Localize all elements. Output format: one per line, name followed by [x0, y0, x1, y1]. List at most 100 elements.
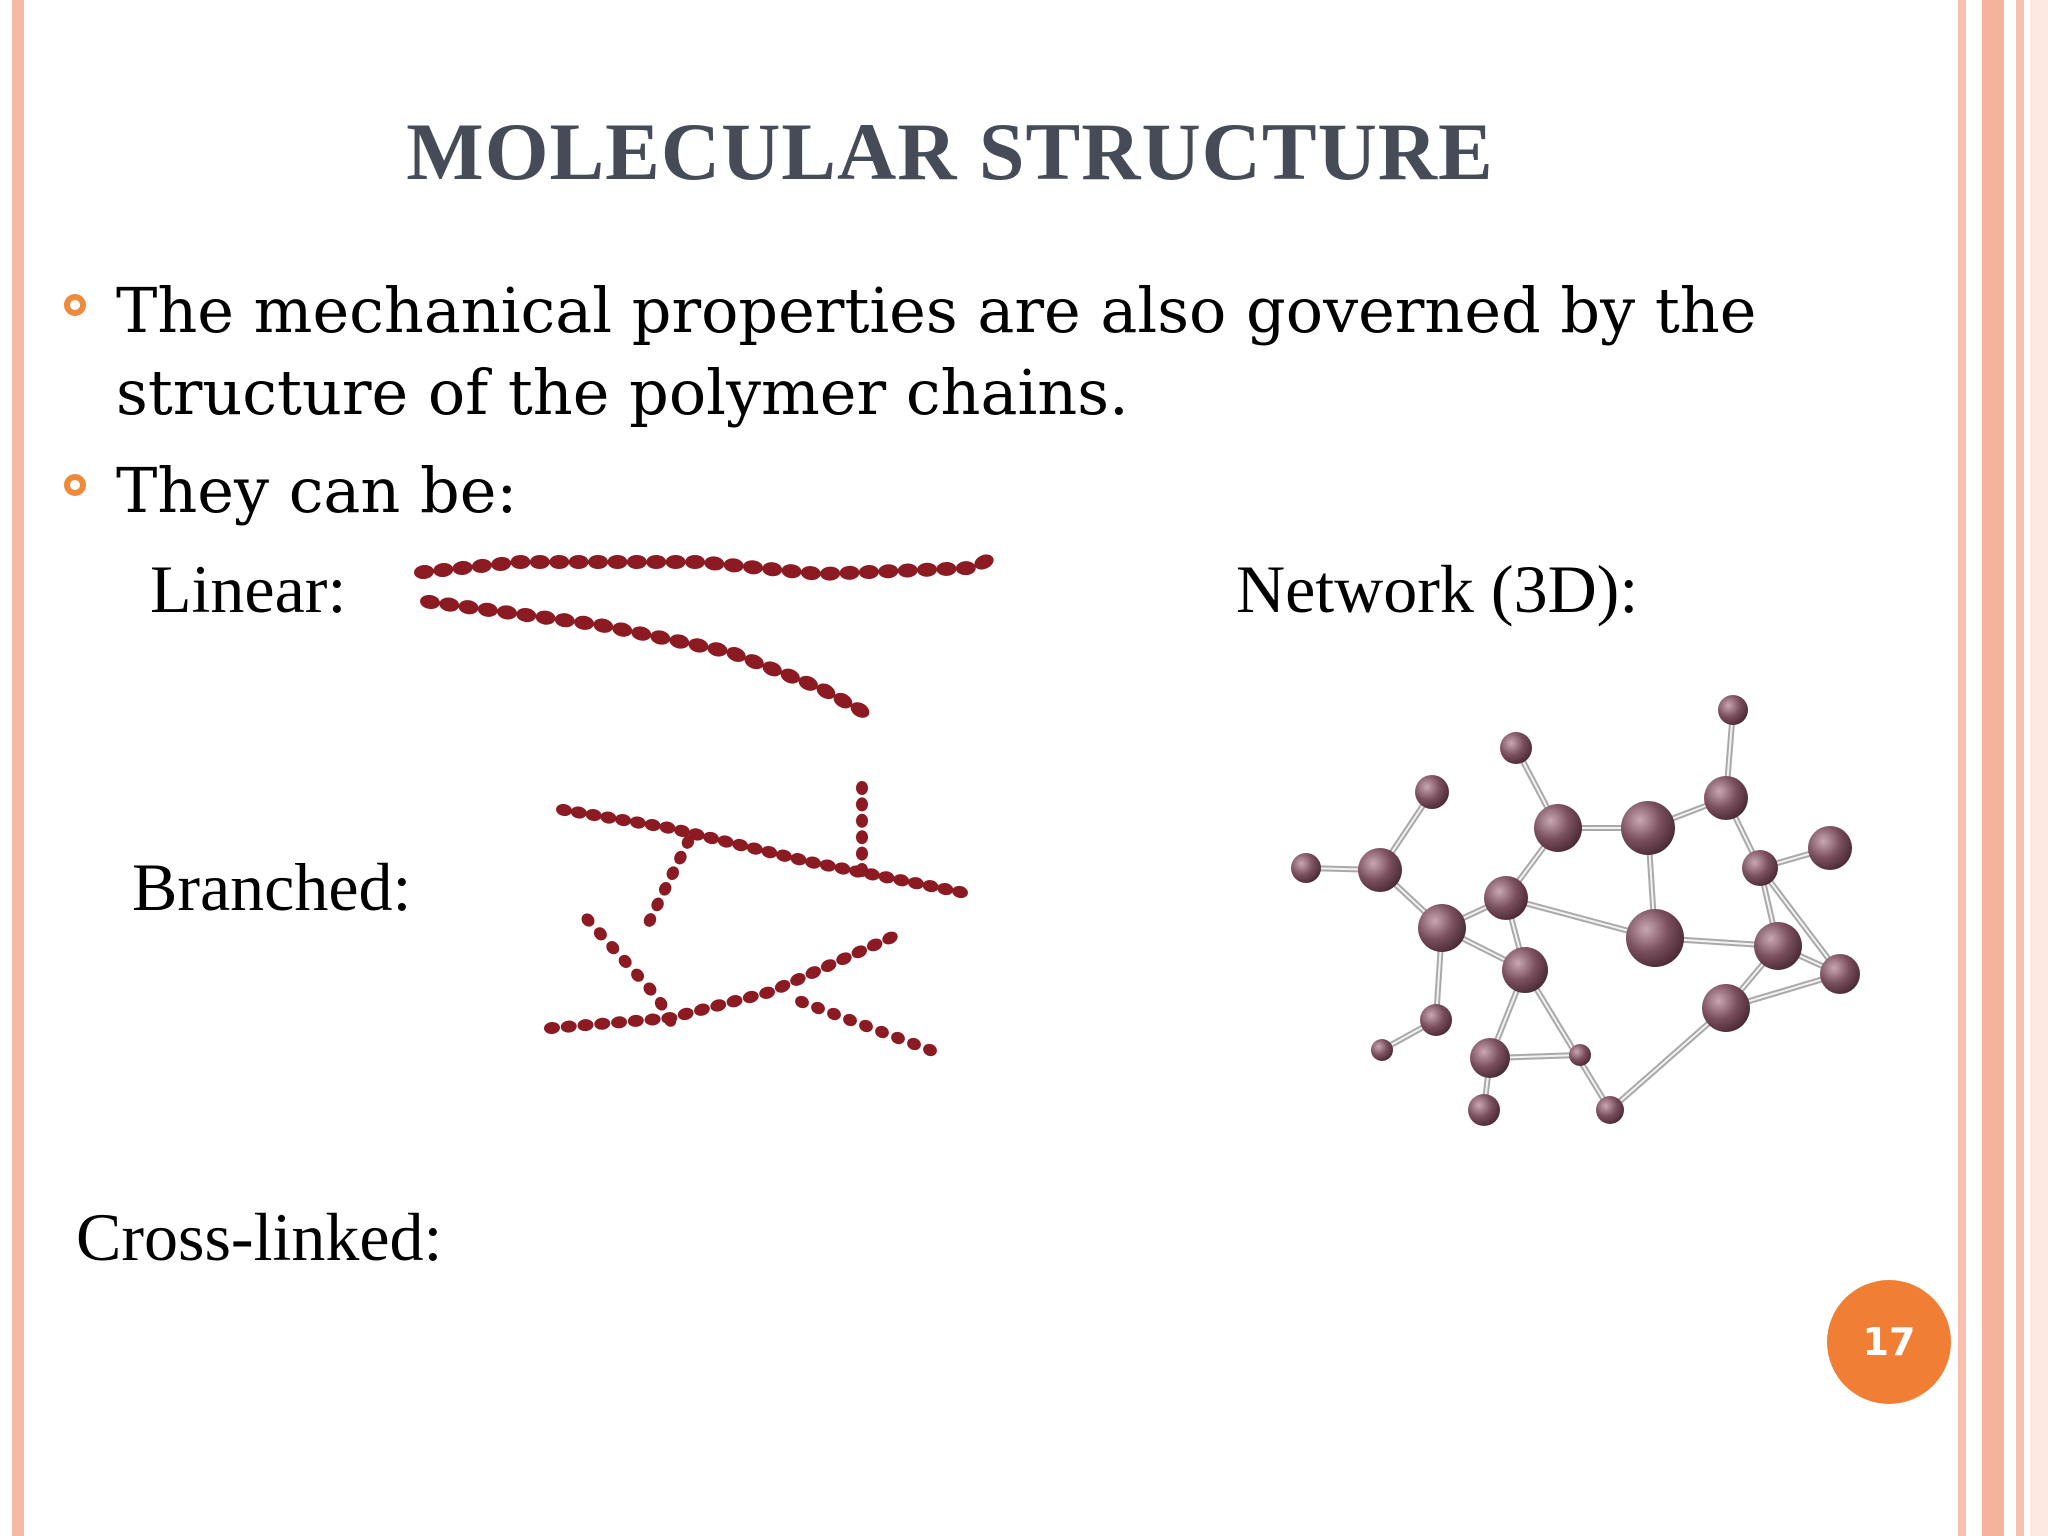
monomer-bead — [820, 566, 841, 581]
monomer-bead — [685, 555, 706, 569]
atom-sphere — [1702, 984, 1750, 1032]
monomer-bead — [856, 813, 868, 828]
label-network: Network (3D): — [1236, 551, 1639, 627]
monomer-bead — [593, 927, 607, 941]
atom-sphere — [1470, 1038, 1510, 1078]
network-molecule-illustration — [1291, 695, 1860, 1126]
bullet-line: The mechanical properties are also gover… — [116, 274, 1757, 347]
atom-sphere — [1415, 775, 1449, 809]
monomer-bead — [554, 613, 575, 628]
atom-sphere — [1420, 1004, 1452, 1036]
atom-sphere — [1820, 954, 1860, 994]
monomer-bead — [439, 597, 460, 612]
monomer-bead — [851, 945, 868, 959]
monomer-bead — [827, 1007, 841, 1021]
bullet-ring-icon — [64, 474, 86, 496]
atom-sphere — [1502, 947, 1548, 993]
monomer-bead — [556, 803, 572, 817]
right-border-stripe — [2016, 0, 2024, 1536]
monomer-bead — [776, 849, 792, 862]
monomer-bead — [856, 846, 868, 861]
monomer-bead — [893, 874, 910, 887]
monomer-bead — [974, 554, 994, 570]
monomer-bead — [549, 555, 570, 569]
monomer-bead — [781, 564, 802, 579]
monomer-bead — [658, 881, 672, 896]
monomer-bead — [535, 610, 556, 625]
monomer-bead — [726, 995, 743, 1008]
linear-polymer-illustration — [414, 554, 994, 718]
monomer-bead — [611, 1016, 628, 1029]
monomer-bead — [650, 630, 671, 645]
monomer-bead — [631, 626, 652, 641]
monomer-bead — [882, 931, 898, 945]
atom-sphere — [1754, 922, 1802, 970]
monomer-bead — [669, 634, 690, 649]
monomer-bead — [516, 607, 537, 623]
monomer-bead — [681, 835, 695, 849]
monomer-bead — [618, 954, 632, 968]
monomer-bead — [703, 831, 720, 845]
monomer-bead — [581, 913, 595, 927]
atom-sphere — [1704, 776, 1748, 820]
monomer-bead — [420, 594, 440, 610]
atom-sphere — [1484, 876, 1528, 920]
monomer-bead — [707, 642, 728, 657]
monomer-bead — [646, 555, 667, 569]
monomer-bead — [834, 862, 851, 875]
left-border-stripe — [12, 0, 24, 1536]
monomer-bead — [833, 692, 853, 709]
monomer-bead — [643, 982, 657, 996]
monomer-bead — [936, 561, 957, 576]
monomer-bead — [955, 561, 976, 576]
monomer-bead — [577, 1019, 594, 1032]
monomer-bead — [805, 856, 822, 869]
monomer-bead — [627, 1014, 644, 1027]
monomer-bead — [859, 1019, 873, 1033]
atom-sphere — [1418, 904, 1466, 952]
monomer-bead — [607, 555, 628, 569]
atom-sphere — [1621, 801, 1675, 855]
monomer-bead — [585, 808, 602, 822]
monomer-bead — [795, 995, 809, 1009]
monomer-bead — [843, 1013, 857, 1027]
monomer-bead — [858, 565, 879, 580]
monomer-bead — [588, 555, 609, 569]
bullet-ring-icon — [64, 294, 86, 316]
label-cross-linked: Cross-linked: — [76, 1199, 443, 1275]
monomer-bead — [594, 1017, 611, 1030]
monomer-bead — [710, 999, 727, 1012]
monomer-bead — [856, 863, 868, 877]
bond-highlight — [1759, 867, 1841, 975]
monomer-bead — [839, 565, 860, 580]
slide-title: MOLECULAR STRUCTURE — [406, 106, 1494, 197]
bullet-text-1: The mechanical properties are also gover… — [116, 270, 1756, 434]
monomer-bead — [704, 556, 725, 571]
monomer-bead — [856, 797, 868, 812]
monomer-bead — [774, 979, 791, 993]
monomer-bead — [780, 668, 800, 684]
monomer-bead — [651, 897, 664, 912]
atom-sphere — [1569, 1044, 1591, 1066]
atom-sphere — [1468, 1094, 1500, 1126]
monomer-bead — [761, 846, 778, 859]
monomer-bead — [631, 968, 645, 982]
monomer-bead — [544, 1021, 560, 1035]
monomer-bead — [458, 600, 479, 615]
monomer-bead — [742, 560, 763, 575]
monomer-bead — [790, 973, 806, 986]
monomer-bead — [897, 563, 918, 578]
monomer-bead — [726, 646, 746, 662]
atom-sphere — [1626, 909, 1684, 967]
right-border-stripe — [2030, 0, 2048, 1536]
monomer-bead — [878, 871, 895, 884]
monomer-bead — [674, 824, 690, 838]
monomer-bead — [612, 622, 633, 637]
monomer-bead — [659, 821, 676, 834]
monomer-bead — [759, 986, 775, 999]
monomer-bead — [937, 882, 954, 896]
monomer-bead — [414, 564, 434, 580]
atom-sphere — [1742, 850, 1778, 886]
monomer-bead — [644, 1013, 661, 1026]
